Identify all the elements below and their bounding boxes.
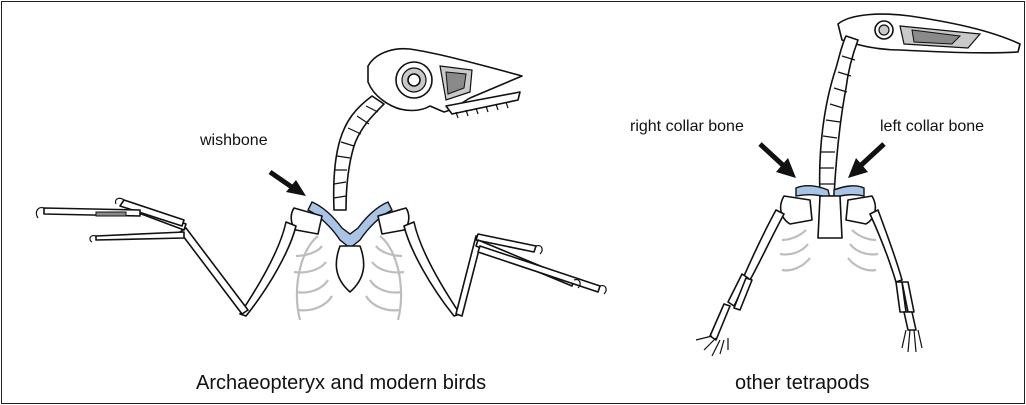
bird-neck	[334, 96, 384, 210]
bird-skull	[368, 49, 522, 118]
bird-skeleton	[36, 49, 606, 320]
bird-left-wing	[36, 198, 296, 316]
tetrapod-skull	[838, 14, 1020, 53]
tetrapod-skeleton	[696, 14, 1020, 356]
wishbone-arrow	[270, 172, 306, 196]
left-collar-bone-arrow	[848, 144, 884, 178]
tetrapod-right-limb	[696, 210, 784, 356]
right-collar-bone-arrow	[760, 144, 796, 178]
tetrapod-caption: other tetrapods	[735, 372, 870, 395]
bird-right-wing	[404, 222, 606, 316]
wishbone-label: wishbone	[200, 132, 268, 150]
bird-sternum	[336, 246, 363, 292]
left-collar-bone-label: left collar bone	[880, 118, 984, 136]
bird-caption: Archaeopteryx and modern birds	[196, 372, 486, 395]
right-collar-bone-label: right collar bone	[630, 118, 744, 136]
tetrapod-left-limb	[870, 210, 922, 352]
